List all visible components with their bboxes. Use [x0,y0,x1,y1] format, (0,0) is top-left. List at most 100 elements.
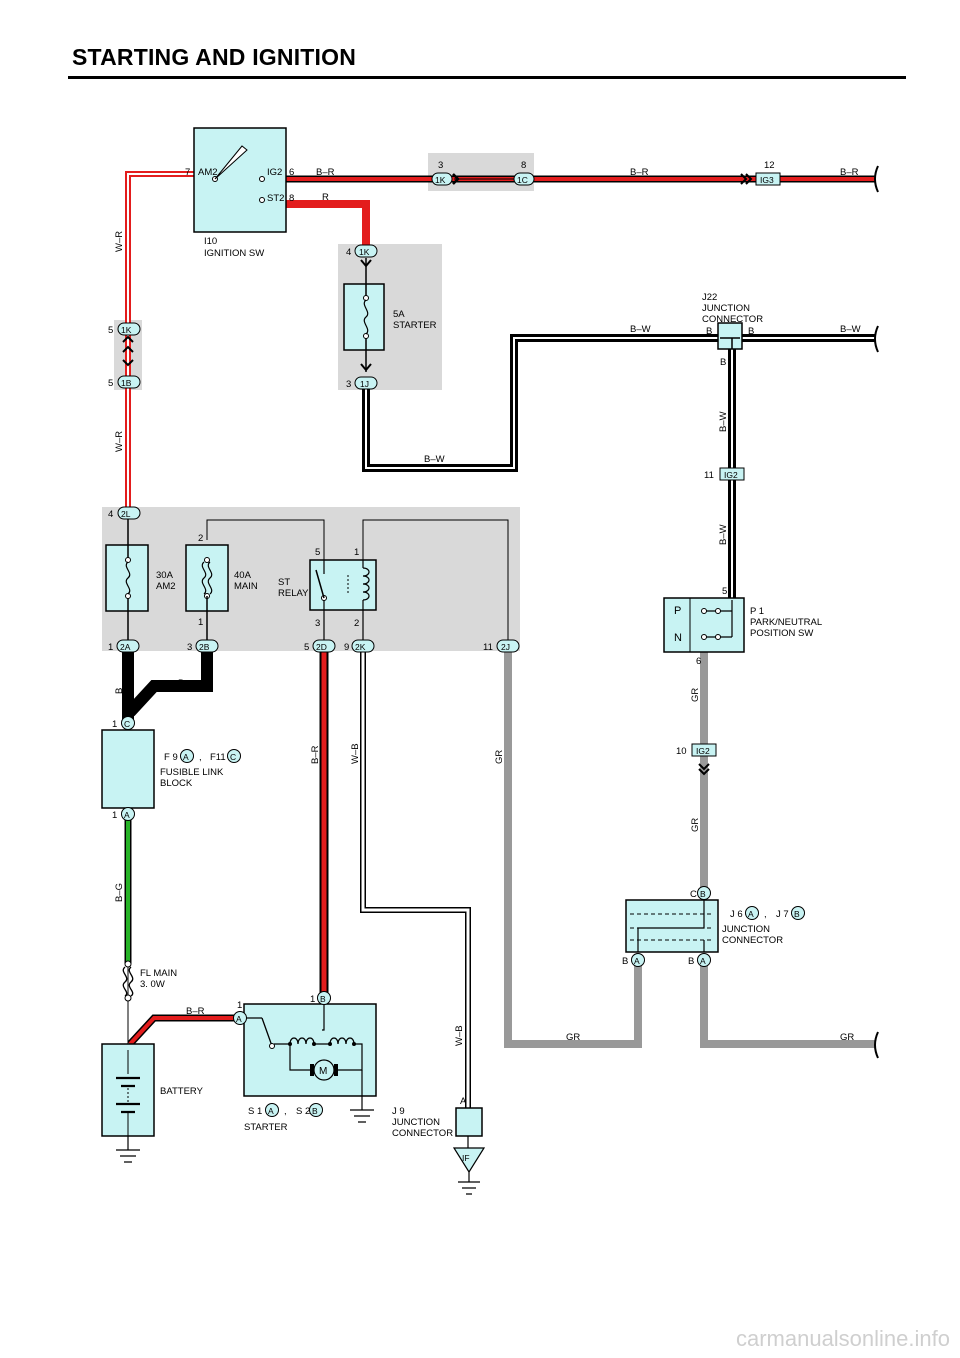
title-rule [68,76,906,79]
ig-pin-am2: 7 [185,167,190,178]
svg-text:IG2: IG2 [724,470,738,480]
svg-text:2K: 2K [355,642,366,652]
wire-gr-1 [504,646,642,1048]
svg-text:1K: 1K [359,247,370,257]
wire-w-r [125,171,194,512]
svg-text:3: 3 [346,379,351,390]
connector-ig2-11: IG2 11 [704,467,745,481]
label-wb-2: W–B [454,1025,465,1046]
svg-text:B: B [700,889,706,899]
svg-text:1C: 1C [517,175,528,185]
watermark: carmanualsonline.info [735,1326,950,1351]
svg-text:,: , [764,909,767,920]
wire-r [286,200,370,250]
label-br-2: B–R [630,167,649,178]
starter-fuse: 1K 4 1J 3 [343,244,385,390]
svg-text:2D: 2D [316,642,327,652]
starter-ref: S 1 A , S 2 B [248,1103,323,1117]
fusible-link-line2: BLOCK [160,778,193,789]
j9-code: J 9 [392,1106,405,1117]
starter-motor: A 1 B 1 M [233,991,377,1123]
label-br-1: B–R [316,167,335,178]
label-wb-1: W–B [350,743,361,764]
svg-text:B: B [688,956,694,967]
svg-text:1: 1 [354,547,359,558]
svg-text:4: 4 [108,509,113,520]
svg-text:A: A [748,909,754,919]
svg-text:J 6: J 6 [730,909,743,920]
svg-text:5: 5 [304,642,309,653]
label-bw-1: B–W [424,454,445,465]
connector-2l: 2L 4 [108,506,141,520]
svg-text:F11: F11 [210,752,226,763]
j6-j7-junction-connector: B C A B A B [622,886,719,967]
svg-text:B: B [720,357,726,368]
fl-main-fuse [122,960,134,1002]
ignition-switch: AM2 IG2 ST2 [193,127,287,233]
svg-text:3: 3 [438,160,443,171]
main-fuse-name: MAIN [234,581,258,592]
svg-text:1: 1 [108,642,113,653]
svg-text:IG2: IG2 [267,167,282,178]
svg-text:F 9: F 9 [164,752,178,763]
svg-text:A: A [124,810,130,820]
fusible-link-line1: FUSIBLE LINK [160,767,224,778]
svg-text:3: 3 [187,642,192,653]
svg-text:C: C [124,719,130,729]
wire-b-r-battery [127,1014,236,1047]
label-bg: B–G [114,883,125,902]
svg-text:,: , [284,1106,287,1117]
svg-text:S 2: S 2 [296,1106,310,1117]
svg-text:2L: 2L [121,509,131,519]
label-gr-4: GR [566,1032,580,1043]
battery [101,1043,155,1163]
svg-text:5: 5 [108,378,113,389]
ig-pin-ig2: 6 [289,167,294,178]
starter-name: STARTER [244,1122,288,1133]
connector-ig3: IG3 12 [740,160,781,186]
svg-text:B: B [794,909,800,919]
svg-text:4: 4 [346,247,351,258]
j6j7-line2: CONNECTOR [722,935,783,946]
label-wr-2: W–R [114,431,125,452]
fl-main-line1: FL MAIN [140,968,177,979]
fusible-link-block: C 1 A 1 [101,716,155,821]
svg-text:1: 1 [237,1000,242,1011]
label-gr-2: GR [690,688,701,702]
wire-end-br [874,165,879,193]
svg-text:C: C [230,752,236,762]
main-fuse-pin-bottom: 1 [198,617,203,628]
label-gr-1: GR [494,750,505,764]
svg-text:B: B [748,326,754,337]
ig-pin-st2: 8 [289,193,294,204]
j22-code: J22 [702,292,717,303]
svg-text:2A: 2A [120,642,131,652]
j9-line1: JUNCTION [392,1117,440,1128]
label-br-4: B–R [310,745,321,764]
connector-ig2-10: IG2 10 [676,743,717,776]
svg-text:A: A [700,956,706,966]
svg-text:IF: IF [462,1153,470,1163]
j6-j7-ref: J 6 A , J 7 B [730,906,805,920]
svg-text:1K: 1K [435,175,446,185]
j9-junction-connector: A IF [452,1096,486,1195]
label-wr-1: W–R [114,231,125,252]
svg-text:N: N [674,632,682,644]
svg-text:1B: 1B [121,378,132,388]
svg-text:5: 5 [722,586,727,597]
svg-text:1: 1 [112,810,117,821]
svg-text:A: A [460,1096,467,1107]
label-gr-3: GR [690,818,701,832]
j22-line2: CONNECTOR [702,314,763,325]
fuse-30a-am2 [105,519,149,640]
connector-1k-1b: 1K 5 1B 5 [108,322,141,389]
svg-text:B: B [320,994,326,1004]
label-bw-5: B–W [718,524,729,545]
starter-fuse-name: STARTER [393,320,437,331]
svg-text:IG2: IG2 [696,746,710,756]
fuse-block-connectors: 2A 1 2B 3 2D 5 2K 9 2J 11 [108,639,520,653]
connector-1k-1c: 1K 1C 3 8 [431,160,535,186]
svg-text:5: 5 [108,325,113,336]
wire-end-bw [874,325,879,353]
am2-fuse-name: AM2 [156,581,176,592]
